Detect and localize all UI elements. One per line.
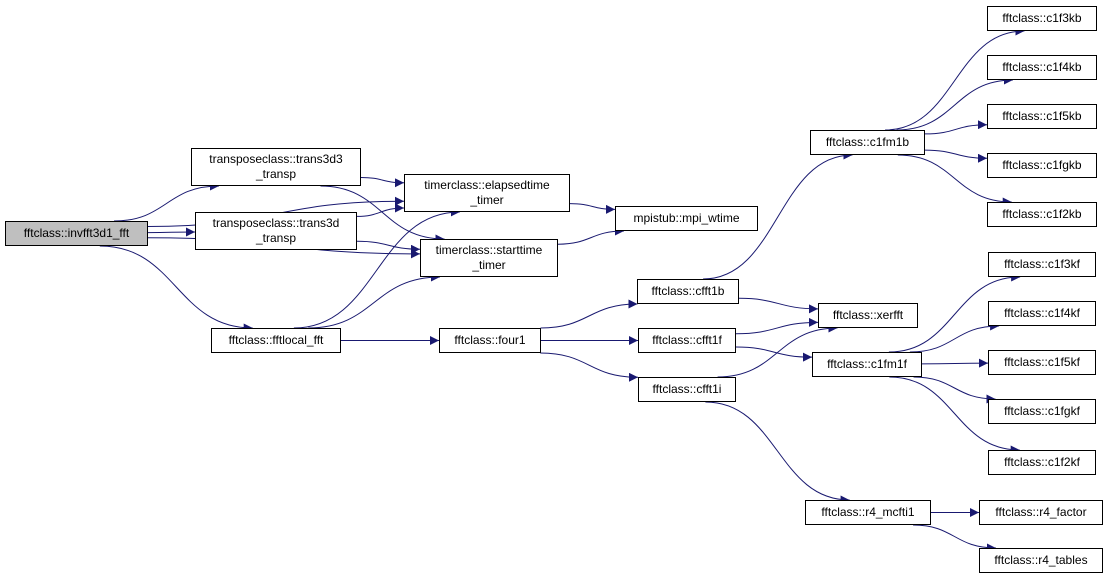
node-label: fftclass::cfft1i [652,382,722,396]
edge-invfft-to-tr3d3 [113,181,220,222]
node-label-line2: _transp [255,167,297,181]
edge-c1fm1b-to-c1f4kb [896,75,1013,131]
node-label-line1: timerclass::starttime [435,243,543,257]
node-invfft3d1-fft[interactable]: fftclass::invfft3d1_fft [5,221,148,246]
node-four1[interactable]: fftclass::four1 [439,328,541,353]
node-label: mpistub::mpi_wtime [633,211,740,225]
node-label: fftclass::c1f5kb [1002,109,1082,123]
edge-c1fm1b-to-c1f3kb [885,26,1025,131]
node-label-line2: _timer [472,258,506,272]
node-label: fftclass::cfft1f [652,333,722,347]
edge-tr3d3-to-start [320,185,445,244]
node-label-line1: timerclass::elapsedtime [424,178,550,192]
edge-c1fm1f-to-c1f5kf [921,358,989,368]
node-label: fftclass::c1f5kf [1004,355,1080,369]
edge-c1fm1f-to-c1f4kf [909,321,1000,353]
node-r4-mcfti1[interactable]: fftclass::r4_mcfti1 [805,500,931,525]
node-fftlocal-fft[interactable]: fftclass::fftlocal_fft [211,328,341,353]
node-elapsedtime-timer[interactable]: timerclass::elapsedtime _timer [404,174,570,212]
edge-cfft1i-to-mcfti1 [705,401,850,505]
node-c1fm1b[interactable]: fftclass::c1fm1b [810,130,925,155]
edge-tr3d-to-start [356,240,421,254]
node-label: fftclass::c1f4kf [1004,306,1080,320]
node-label-line2: _timer [470,193,504,207]
edge-cfft1f-to-c1fm1f [735,346,813,362]
edge-cfft1f-to-xerfft [735,317,819,335]
node-c1f3kf[interactable]: fftclass::c1f3kf [988,252,1096,277]
edge-local-to-start [308,272,440,329]
node-label: fftclass::c1f3kf [1004,257,1080,271]
edge-mcfti1-to-tables [913,524,996,553]
node-label: fftclass::four1 [454,333,526,347]
node-c1f4kf[interactable]: fftclass::c1f4kf [988,301,1096,326]
node-mpi-wtime[interactable]: mpistub::mpi_wtime [615,206,758,231]
node-c1f5kb[interactable]: fftclass::c1f5kb [987,104,1097,129]
edge-invfft-to-local [99,245,253,333]
node-label: fftclass::r4_tables [994,553,1088,567]
edge-tr3d3-to-elapsed [360,176,405,188]
node-xerfft[interactable]: fftclass::xerfft [818,303,918,328]
edge-four1-to-cfft1i [540,352,639,382]
edge-local-to-elapsed [293,207,460,329]
edge-cfft1b-to-xerfft [738,297,819,314]
node-label: fftclass::c1f3kb [1002,11,1082,25]
edge-elapsed-to-wtime [569,203,616,214]
node-cfft1i[interactable]: fftclass::cfft1i [638,377,736,402]
node-c1fm1f[interactable]: fftclass::c1fm1f [812,352,922,377]
edge-start-to-wtime [557,226,625,245]
node-label: fftclass::invfft3d1_fft [23,226,130,240]
node-r4-factor[interactable]: fftclass::r4_factor [979,500,1103,525]
node-c1f4kb[interactable]: fftclass::c1f4kb [987,55,1097,80]
node-label: fftclass::r4_factor [995,505,1087,519]
node-c1f2kf[interactable]: fftclass::c1f2kf [988,450,1096,475]
node-label-line2: _transp [255,231,296,245]
node-cfft1b[interactable]: fftclass::cfft1b [637,279,739,304]
edge-c1fm1b-to-c1f2kb [897,154,1012,207]
node-r4-tables[interactable]: fftclass::r4_tables [979,548,1103,573]
node-label-line1: transposeclass::trans3d [212,216,340,230]
node-label: fftclass::c1f2kf [1004,455,1080,469]
edge-c1fm1f-to-c1fgkf [913,376,996,404]
node-label: fftclass::xerfft [832,308,904,322]
edge-four1-to-cfft1b [540,299,638,329]
edge-tr3d-to-elapsed [356,203,405,217]
node-starttime-timer[interactable]: timerclass::starttime _timer [420,239,558,277]
node-c1f5kf[interactable]: fftclass::c1f5kf [988,350,1096,375]
edge-c1fm1b-to-c1f5kb [924,120,988,135]
node-label: fftclass::c1fm1b [825,135,910,149]
edge-cfft1b-to-c1fm1b [703,150,853,280]
node-label: fftclass::fftlocal_fft [228,333,324,347]
node-c1f3kb[interactable]: fftclass::c1f3kb [987,6,1097,31]
node-c1f2kb[interactable]: fftclass::c1f2kb [987,202,1097,227]
edge-invfft-to-tr3d [147,227,196,237]
node-label: fftclass::c1fgkb [1002,158,1082,172]
node-label: fftclass::cfft1b [651,284,725,298]
node-label-line1: transposeclass::trans3d3 [209,152,343,166]
node-trans3d-transp[interactable]: transposeclass::trans3d _transp [195,212,357,250]
node-c1fgkf[interactable]: fftclass::c1fgkf [988,399,1096,424]
edge-c1fm1f-to-c1f3kf [888,272,1021,353]
node-label: fftclass::r4_mcfti1 [821,505,915,519]
node-label: fftclass::c1f2kb [1002,207,1082,221]
edge-c1fm1b-to-c1fgkb [924,149,988,163]
node-label: fftclass::c1f4kb [1002,60,1082,74]
edge-c1fm1f-to-c1f2kf [889,376,1020,455]
edge-cfft1i-to-xerfft [717,323,838,378]
node-trans3d3-transp[interactable]: transposeclass::trans3d3 _transp [191,148,361,186]
node-cfft1f[interactable]: fftclass::cfft1f [638,328,736,353]
node-label: fftclass::c1fm1f [827,357,907,371]
node-label: fftclass::c1fgkf [1004,404,1080,418]
node-c1fgkb[interactable]: fftclass::c1fgkb [987,153,1097,178]
